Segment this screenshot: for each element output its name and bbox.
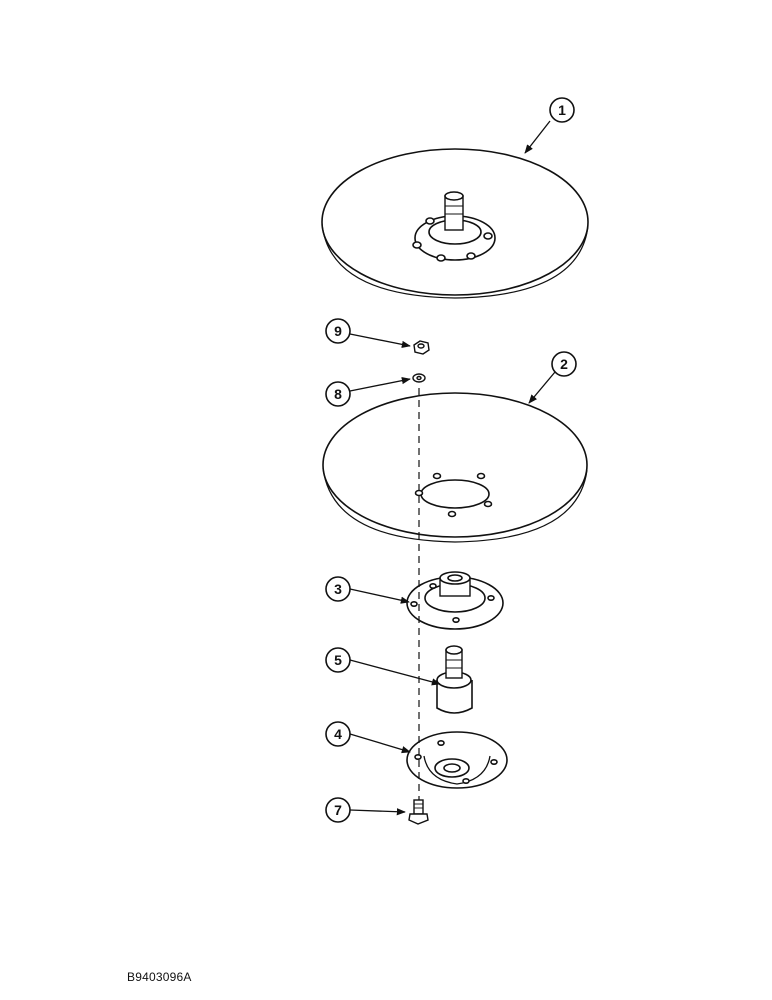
svg-text:2: 2 bbox=[560, 356, 568, 372]
lower-hub-flange bbox=[406, 731, 508, 789]
svg-text:9: 9 bbox=[334, 323, 342, 339]
bolt bbox=[408, 799, 429, 825]
spindle bbox=[436, 645, 473, 714]
callout-3: 3 bbox=[325, 576, 351, 602]
washer bbox=[412, 373, 426, 383]
callout-9: 9 bbox=[325, 318, 351, 344]
callout-5: 5 bbox=[325, 647, 351, 673]
callout-leaders bbox=[349, 120, 556, 816]
callout-1: 1 bbox=[549, 97, 575, 123]
svg-text:3: 3 bbox=[334, 581, 342, 597]
callout-4: 4 bbox=[325, 721, 351, 747]
callout-8: 8 bbox=[325, 381, 351, 407]
svg-text:4: 4 bbox=[334, 726, 342, 742]
callout-2: 2 bbox=[551, 351, 577, 377]
svg-text:5: 5 bbox=[334, 652, 342, 668]
figure-code: B9403096A bbox=[127, 970, 192, 984]
upper-disc bbox=[321, 148, 589, 299]
svg-text:7: 7 bbox=[334, 802, 342, 818]
svg-text:1: 1 bbox=[558, 102, 566, 118]
svg-text:8: 8 bbox=[334, 386, 342, 402]
lower-disc bbox=[322, 392, 588, 543]
callout-7: 7 bbox=[325, 797, 351, 823]
upper-hub-flange bbox=[406, 571, 504, 630]
nut bbox=[413, 340, 430, 355]
